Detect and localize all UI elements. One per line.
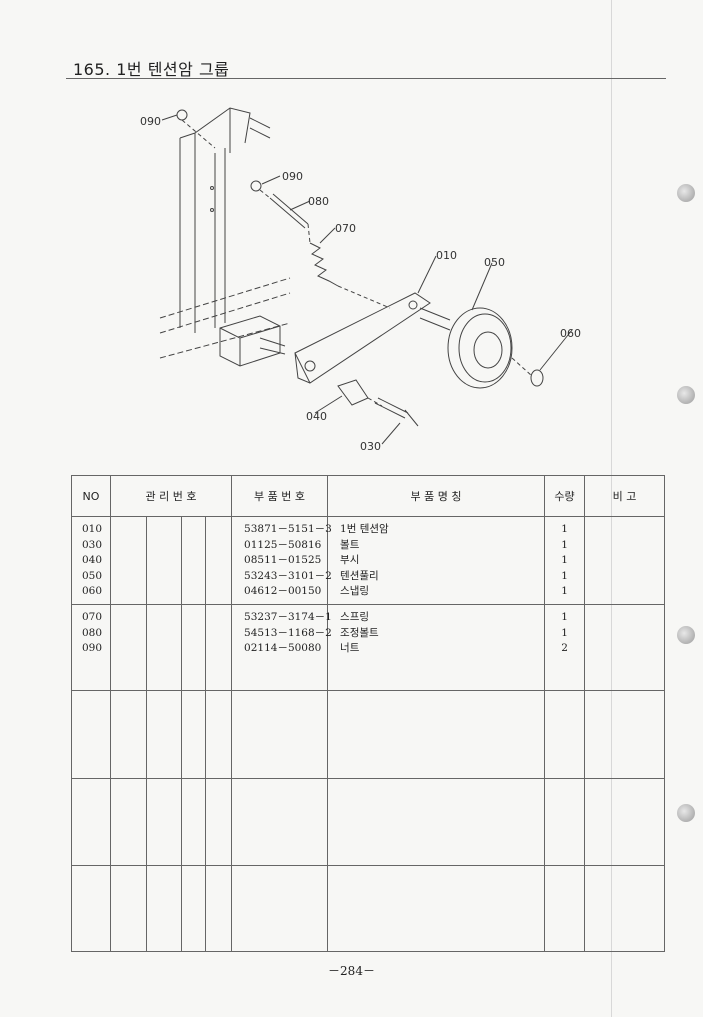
binder-hole [677,184,695,202]
note-cell [584,604,666,691]
bracket-post [179,132,196,333]
table-header-row: NO 관 리 번 호 부 품 번 호 부 품 명 칭 수량 비 고 [71,475,666,517]
note-cell [584,516,666,605]
callout: 090 [140,115,161,128]
snap-ring [530,369,544,387]
header-no: NO [71,475,111,517]
bracket-pin [249,117,271,139]
adjusting-bolt [269,193,309,229]
exploded-parts-diagram: 090 090 080 070 010 050 060 040 030 [140,107,581,453]
qty-cell: 1 1 1 1 1 [544,516,586,605]
callout: 050 [484,256,505,269]
tension-pulley [447,307,513,389]
part-number-cell: 53871－5151－3 01125－50816 08511－01525 532… [231,516,332,605]
title-rule [66,78,666,79]
header-note: 비 고 [584,475,666,517]
bracket-post-inner [214,148,226,328]
table-row: 010 030 040 050 060 53871－5151－3 01125－5… [71,516,666,605]
tension-arm-plate [294,292,431,384]
pulley-shaft [419,307,451,331]
parts-table: NO 관 리 번 호 부 품 번 호 부 품 명 칭 수량 비 고 010 03… [71,475,666,952]
qty-cell: 1 1 2 [544,604,586,691]
bushing [337,379,369,406]
bolt [374,397,419,427]
frame-rail [159,277,291,359]
callout: 090 [282,170,303,183]
header-mgmt-no: 관 리 번 호 [109,475,233,517]
page-number: －284－ [328,964,375,978]
no-cell: 010 030 040 050 060 [71,516,111,605]
stud [259,337,286,355]
no-cell: 070 080 090 [71,604,111,691]
header-part-name: 부 품 명 칭 [327,475,546,517]
callout: 070 [335,222,356,235]
assembly-line [181,119,533,407]
spring [309,242,339,287]
part-name-cell: 스프링 조정볼트 너트 [327,604,546,691]
callout: 060 [560,327,581,340]
callout: 080 [308,195,329,208]
nut [250,180,262,192]
part-name-cell: 1번 텐션암 볼트 부시 텐션풀리 스냅링 [327,516,546,605]
part-number-cell: 53237－3174－1 54513－1168－2 02114－50080 [231,604,332,691]
callout: 010 [436,249,457,262]
page-title: 165. 1번 텐션암 그룹 [73,60,230,79]
binder-hole [677,804,695,822]
header-qty: 수량 [544,475,586,517]
callout: 030 [360,440,381,453]
table-row-empty [71,778,666,866]
binder-hole [677,386,695,404]
nut [176,109,188,121]
binder-hole [677,626,695,644]
table-row-empty [71,690,666,779]
table-row-empty [71,865,666,952]
table-row: 070 080 090 53237－3174－1 54513－1168－2 02… [71,604,666,691]
bracket-top [194,107,251,153]
header-part-no: 부 품 번 호 [231,475,329,517]
leader-line [161,114,573,445]
callout: 040 [306,410,327,423]
